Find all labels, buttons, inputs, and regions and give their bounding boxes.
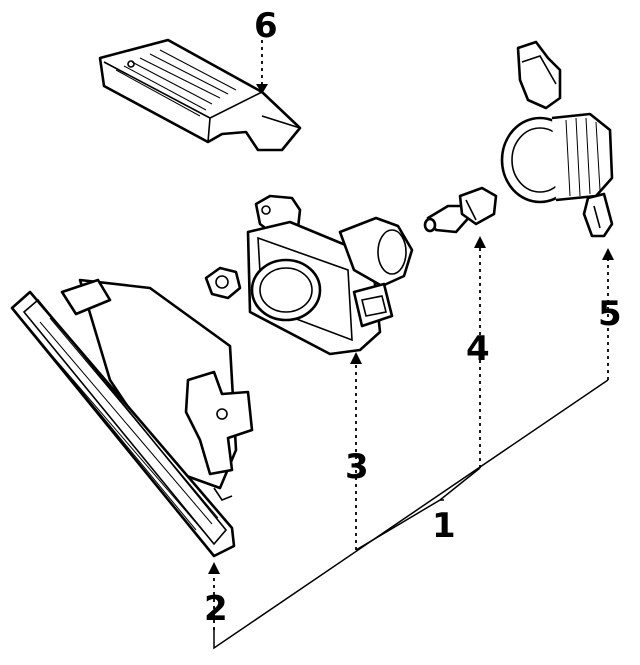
part-6-bracket xyxy=(98,38,302,152)
small-grommet xyxy=(204,266,242,300)
callout-5: 5 xyxy=(598,294,622,334)
part-5-socket-assembly xyxy=(500,40,614,238)
callout-1: 1 xyxy=(432,506,456,546)
part-3-projector-unit xyxy=(246,194,414,356)
callout-2: 2 xyxy=(204,589,228,629)
part-4-bulb xyxy=(423,186,498,234)
callout-4: 4 xyxy=(466,329,490,369)
part-2-lamp-housing xyxy=(10,278,254,558)
leader-lines xyxy=(208,40,614,650)
callout-6: 6 xyxy=(254,6,278,46)
callout-3: 3 xyxy=(345,447,369,487)
